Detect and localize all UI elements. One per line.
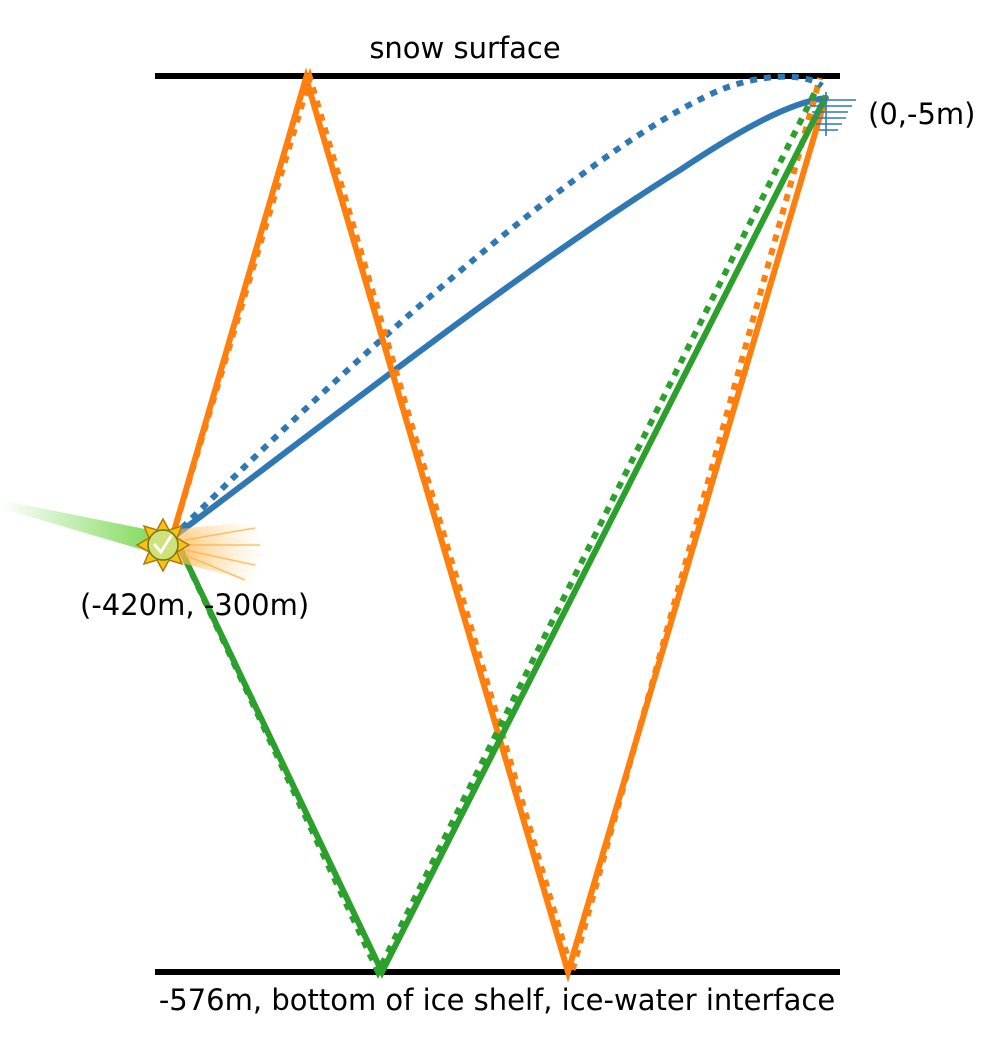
blue-solid-ray — [169, 95, 829, 541]
source-coordinate-label: (-420m, -300m) — [80, 588, 309, 622]
antenna-receiver-icon — [808, 92, 856, 136]
orange-solid-ray — [169, 67, 829, 983]
blue-dotted-ray — [169, 73, 824, 541]
neutrino-source-icon — [0, 500, 265, 585]
green-dotted-ray — [177, 84, 821, 979]
green-solid-ray — [177, 94, 829, 979]
ice-water-interface-label: -576m, bottom of ice shelf, ice-water in… — [159, 983, 835, 1017]
receiver-coordinate-label: (0,-5m) — [868, 97, 975, 131]
snow-surface-label: snow surface — [369, 31, 560, 65]
